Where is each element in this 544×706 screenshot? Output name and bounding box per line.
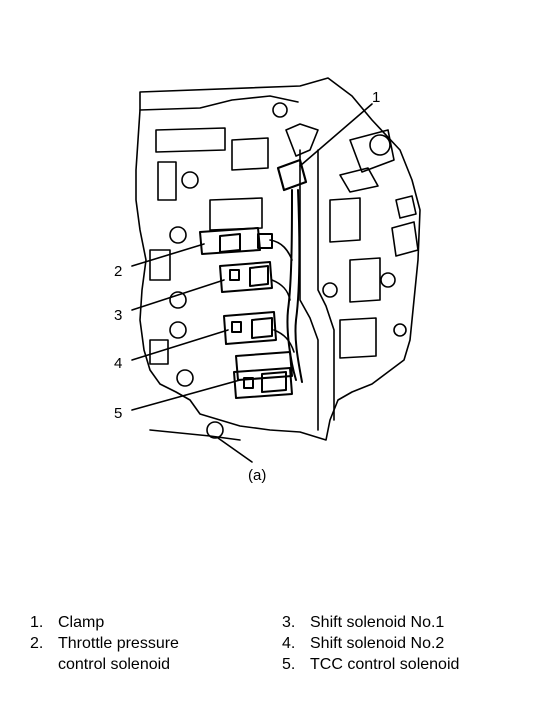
callout-3: 3 xyxy=(114,307,122,324)
leader-line-a xyxy=(217,437,253,463)
bolt-hole xyxy=(272,102,288,118)
legend-num: 3. xyxy=(282,614,296,631)
legend-right-column: 3. Shift solenoid No.1 4. Shift solenoid… xyxy=(282,612,459,675)
valve-body-outline xyxy=(135,77,421,441)
leader-line-4 xyxy=(131,329,229,361)
harness-channel xyxy=(299,149,319,431)
legend-num: 2. xyxy=(30,635,44,652)
wire xyxy=(269,239,293,261)
leader-line-5 xyxy=(131,379,241,411)
callout-4: 4 xyxy=(114,355,122,372)
wire xyxy=(273,329,295,353)
legend-text: Throttle pressure control solenoid xyxy=(58,633,179,675)
bracket-arm xyxy=(339,167,379,193)
legend-item-clamp: 1. Clamp xyxy=(30,612,179,633)
wire xyxy=(271,279,291,301)
legend-num: 5. xyxy=(282,656,296,673)
side-connector xyxy=(395,195,417,219)
plate-edge-bottom xyxy=(149,429,241,441)
bore xyxy=(157,161,177,201)
legend-text-line: TCC control solenoid xyxy=(310,656,460,673)
harness-channel xyxy=(317,149,335,421)
shift-solenoid-no1 xyxy=(219,261,273,293)
callout-2: 2 xyxy=(114,263,122,280)
bore xyxy=(149,339,169,365)
legend-text-line: Clamp xyxy=(58,614,105,631)
clamp-tab xyxy=(349,129,395,173)
legend-text: Clamp xyxy=(58,612,104,633)
legend-item-shift-solenoid-no1: 3. Shift solenoid No.1 xyxy=(282,612,459,633)
bore xyxy=(339,317,377,359)
clamp-bracket xyxy=(285,123,319,157)
bolt-hole xyxy=(206,421,224,439)
callout-5: 5 xyxy=(114,405,122,422)
legend-left-column: 1. Clamp 2. Throttle pressure control so… xyxy=(30,612,179,675)
leader-line-2 xyxy=(131,243,205,267)
view-label: (a) xyxy=(248,467,266,484)
plate-edge-top xyxy=(139,95,299,111)
clamp-shape xyxy=(276,158,308,192)
legend-num: 1. xyxy=(30,614,44,631)
legend-item-shift-solenoid-no2: 4. Shift solenoid No.2 xyxy=(282,633,459,654)
bolt-hole xyxy=(176,369,194,387)
legend-text-line: control solenoid xyxy=(58,656,171,673)
bore xyxy=(349,257,381,303)
leader-line-3 xyxy=(131,279,225,311)
bolt-hole xyxy=(181,171,199,189)
legend-text-line: Shift solenoid No.2 xyxy=(310,635,445,652)
bolt-hole xyxy=(169,321,187,339)
bolt-hole xyxy=(169,291,187,309)
valve-body-diagram: 1 2 3 4 5 (a) xyxy=(114,77,421,484)
bore xyxy=(209,197,263,231)
legend-num: 4. xyxy=(282,635,296,652)
legend-text-line: Shift solenoid No.1 xyxy=(310,614,445,631)
bolt-hole xyxy=(169,226,187,244)
legend-item-tcc-control-solenoid: 5. TCC control solenoid xyxy=(282,654,459,675)
wire xyxy=(294,189,303,383)
shift-solenoid-no2 xyxy=(223,311,277,345)
bolt-hole xyxy=(322,282,338,298)
tcc-control-solenoid xyxy=(233,351,293,399)
bore xyxy=(231,137,269,171)
bolt-hole xyxy=(380,272,396,288)
bore xyxy=(155,127,226,153)
side-connector xyxy=(391,221,419,257)
legend-item-throttle-pressure-solenoid: 2. Throttle pressure control solenoid xyxy=(30,633,179,675)
throttle-pressure-solenoid xyxy=(199,227,273,255)
bore xyxy=(149,249,171,281)
callout-1: 1 xyxy=(372,89,380,106)
leader-line-1 xyxy=(299,103,373,167)
bore xyxy=(329,197,361,243)
bolt-hole xyxy=(393,323,407,337)
legend-text-line: Throttle pressure xyxy=(58,635,179,652)
clamp-bolt xyxy=(369,134,391,156)
